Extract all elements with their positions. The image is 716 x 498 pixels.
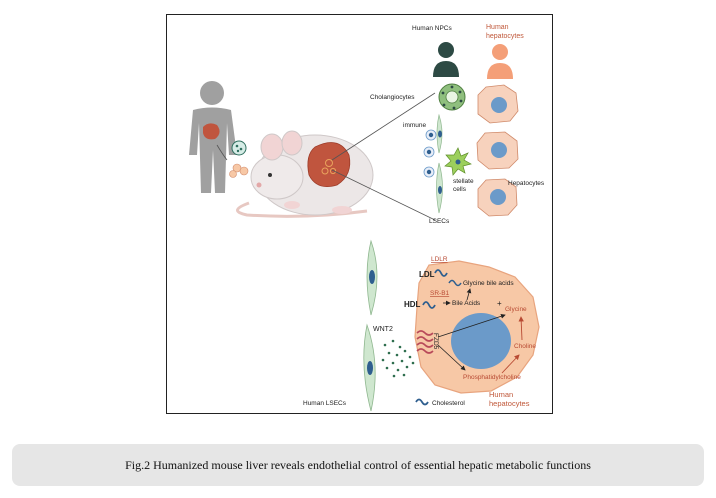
zoom-line — [331, 169, 436, 221]
lsec-cells-small — [423, 162, 443, 214]
label-human-npcs: Human NPCs — [412, 25, 452, 32]
hepatocyte-column — [476, 84, 519, 217]
label-ldlr: LDLR — [431, 256, 448, 263]
label-ldl: LDL — [419, 270, 435, 279]
human-figure-icon — [189, 81, 249, 193]
mouse-icon — [236, 130, 374, 218]
label-glycine: Glycine — [505, 306, 527, 313]
npc-person-icon — [433, 42, 459, 77]
ldl-receptor-icon — [434, 269, 448, 277]
label-wnt2: WNT2 — [373, 326, 393, 333]
label-bile-acids: Bile Acids — [452, 300, 481, 307]
label-immune: immune — [403, 122, 427, 129]
hepatocyte-person-icon — [487, 44, 513, 79]
label-hdl: HDL — [404, 300, 421, 309]
zoom-line — [331, 92, 436, 161]
label-choline: Choline — [514, 343, 536, 350]
human-lsec-cells — [363, 239, 378, 412]
cholesterol-legend-icon — [415, 398, 429, 406]
fzd5-receptor — [416, 330, 434, 354]
hdl-receptor-icon — [422, 301, 436, 309]
cholesterol-molecule-icon — [448, 279, 462, 287]
label-hepatocytes: Hepatocytes — [508, 180, 545, 187]
label-cholesterol: Cholesterol — [432, 400, 465, 407]
wnt2-dots — [381, 339, 415, 378]
label-cholangiocytes: Cholangiocytes — [370, 94, 415, 101]
stellate-cell — [444, 147, 472, 176]
label-srb1: SR-B1 — [430, 290, 450, 297]
pathway-arrows — [437, 288, 524, 374]
figure-caption: Fig.2 Humanized mouse liver reveals endo… — [125, 457, 591, 472]
label-human-lsecs: Human LSECs — [303, 400, 347, 407]
label-fzd5: FZD5 — [432, 333, 439, 350]
caption-box: Fig.2 Humanized mouse liver reveals endo… — [12, 444, 704, 486]
label-lsecs: LSECs — [429, 218, 450, 225]
label-glycine-bile-acids: Glycine bile acids — [463, 280, 514, 287]
cholangiocyte-cell — [438, 83, 466, 111]
label-phosphatidylcholine: Phosphatidylcholine — [463, 374, 521, 381]
large-hepatocyte — [414, 260, 540, 394]
immune-cells — [423, 113, 443, 158]
plus-sign-icon: + — [497, 299, 502, 308]
